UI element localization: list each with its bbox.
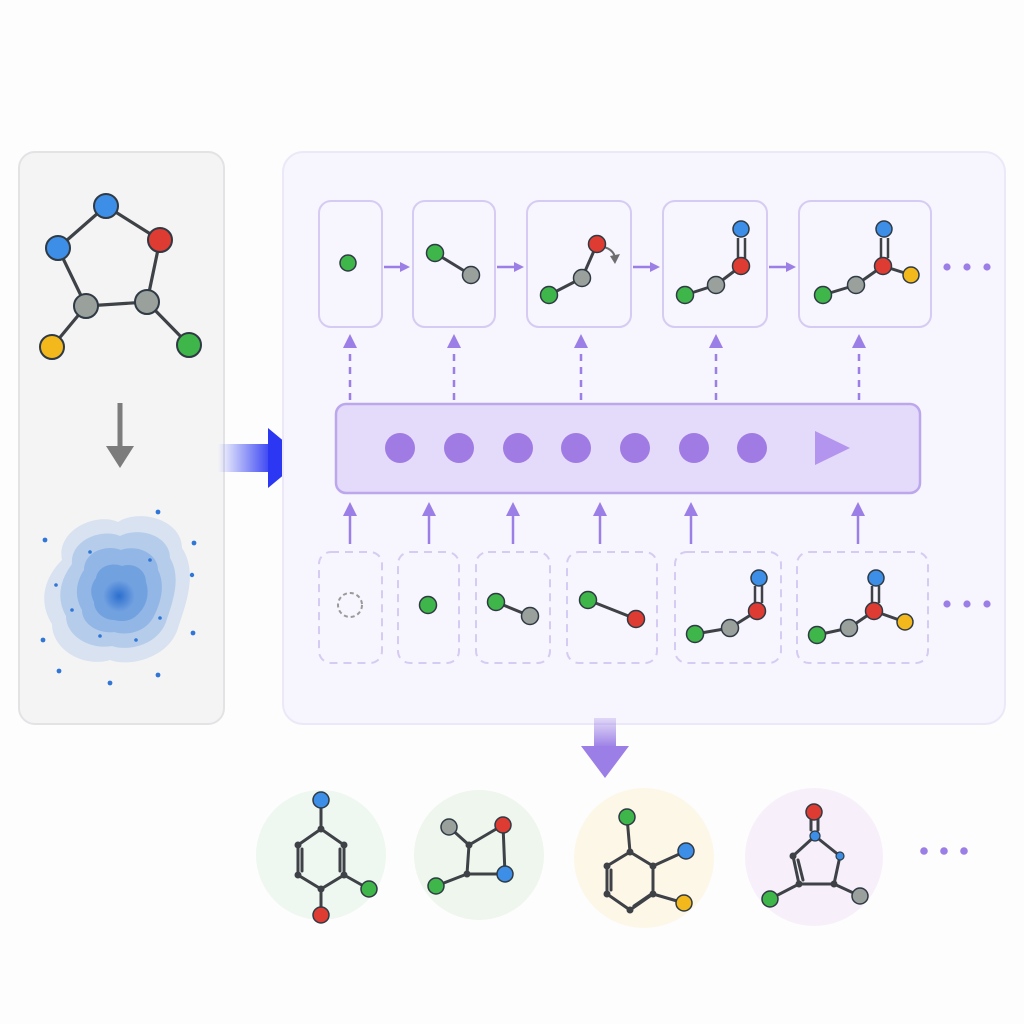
- bar-to-top-arrows: [348, 346, 861, 400]
- bottom-step-4-frame: [566, 551, 658, 664]
- bottom-to-bar-arrows: [348, 514, 860, 544]
- top-step-5-frame: [798, 200, 932, 328]
- bottom-step-1-frame: [318, 551, 383, 664]
- token-6: [679, 433, 709, 463]
- two-atom-fragment-icon: [425, 243, 481, 285]
- five-atom-fragment-icon: [807, 569, 914, 645]
- five-ring-molecule-icon: [39, 193, 202, 360]
- top-step-3-frame: [526, 200, 632, 328]
- outputs-continuation: [920, 847, 968, 855]
- latent-density-blob-icon: [40, 509, 197, 686]
- play-triangle-icon: [815, 431, 850, 465]
- four-atom-fragment-icon: [685, 569, 768, 644]
- single-atom-icon: [339, 254, 357, 272]
- bottom-row-frames: [318, 551, 929, 664]
- output-molecules: [256, 788, 968, 928]
- five-atom-fragment-icon: [813, 220, 920, 305]
- empty-atom-icon: [337, 592, 363, 618]
- input-panel: [18, 151, 225, 725]
- generated-molecule-bicyclic-icon: [414, 790, 544, 920]
- token-2: [444, 433, 474, 463]
- two-atom-fragment-icon: [486, 592, 540, 626]
- down-arrow-icon: [106, 403, 134, 468]
- sequence-tokens: [385, 433, 767, 463]
- four-atom-fragment-icon: [675, 220, 751, 305]
- step-arrow-4: [769, 262, 796, 272]
- token-4: [561, 433, 591, 463]
- three-atom-fragment-icon: [539, 234, 620, 305]
- token-7: [737, 433, 767, 463]
- step-arrow-1: [384, 262, 410, 272]
- bottom-row-continuation: [943, 600, 991, 608]
- bottom-step-6-frame: [796, 551, 929, 664]
- bar-to-top-arrowheads: [343, 334, 866, 348]
- token-3: [503, 433, 533, 463]
- top-row-step-arrows: [384, 262, 796, 272]
- single-atom-icon: [418, 595, 438, 615]
- sequence-bar: [334, 402, 922, 495]
- generated-molecule-ring-1-icon: [256, 790, 386, 924]
- generated-molecule-five-ring-icon: [745, 788, 883, 926]
- token-5: [620, 433, 650, 463]
- generated-molecule-ring-2-icon: [574, 788, 714, 928]
- top-step-4-frame: [662, 200, 768, 328]
- two-atom-green-red-icon: [578, 590, 646, 629]
- top-row-continuation: [943, 263, 991, 271]
- step-arrow-2: [497, 262, 524, 272]
- purple-down-arrow-icon: [581, 718, 629, 778]
- bottom-to-bar-arrowheads: [343, 502, 865, 516]
- step-arrow-3: [633, 262, 660, 272]
- token-1: [385, 433, 415, 463]
